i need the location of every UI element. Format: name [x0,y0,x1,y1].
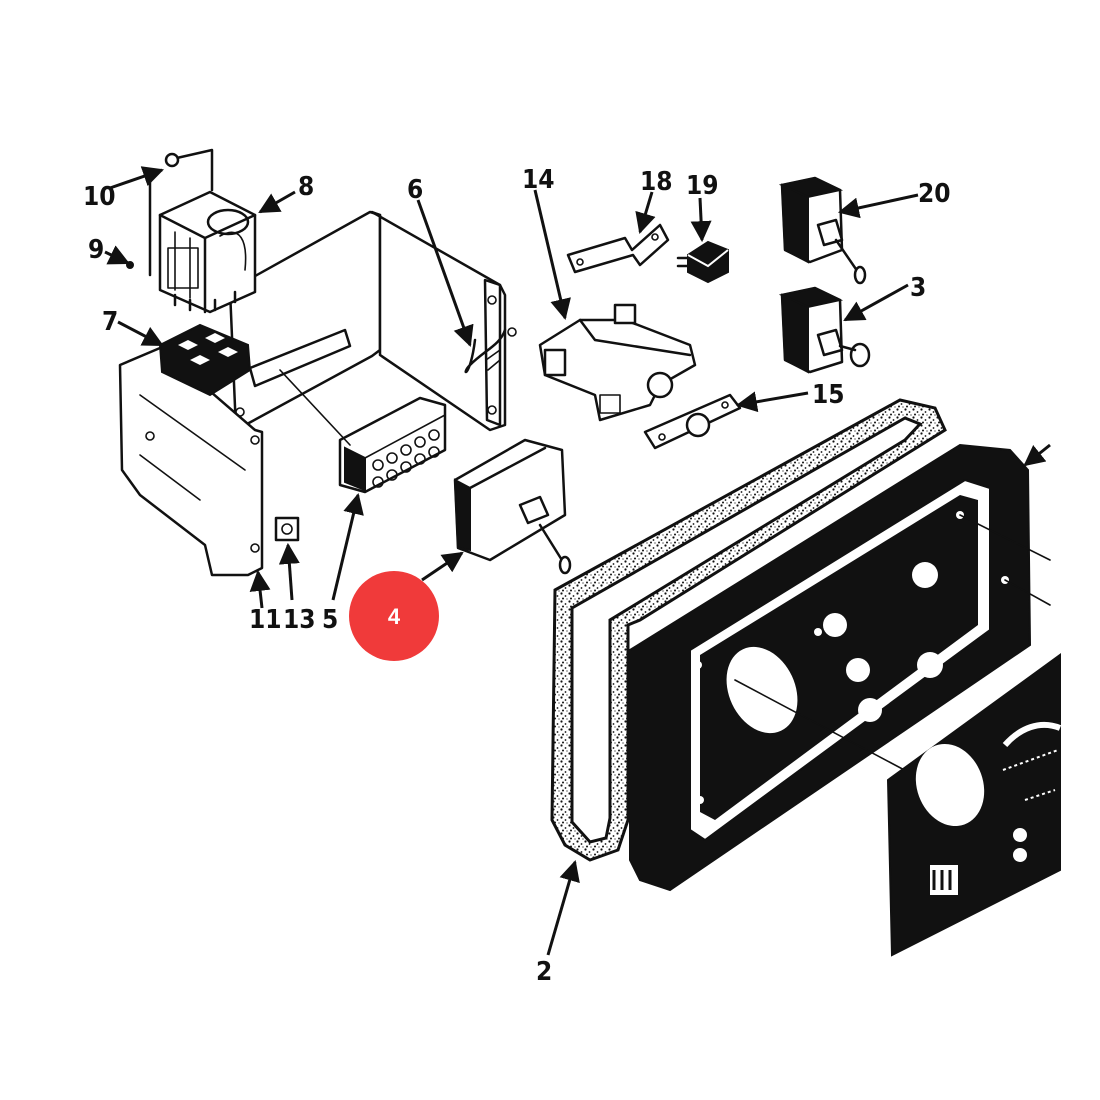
leader-lines [104,166,1051,956]
callout-18: 18 [640,167,673,197]
callout-2: 2 [536,957,552,987]
part-3-pushbutton-switch [778,286,871,374]
callout-10: 10 [83,182,116,212]
callout-4-label: 4 [388,604,401,629]
part-6-spring-clip [464,327,517,374]
part-5-terminal-block [279,369,447,494]
part-10-clip [148,148,214,277]
part-15-plate [643,393,742,450]
nameplate [886,653,1062,957]
part-7-socket [158,323,252,397]
part-20-toggle-switch [778,176,867,285]
callout-9: 9 [88,235,104,265]
part-18-bracket [566,223,670,274]
callout-19: 19 [686,171,719,201]
part-8-relay [158,190,257,314]
callout-14: 14 [522,165,555,195]
part-13-nut [274,516,300,542]
panel-frame [629,443,1056,892]
part-14-switch-body [538,303,697,422]
part-2-gasket [550,398,947,862]
callout-6: 6 [407,175,423,205]
callout-20: 20 [918,179,951,209]
callout-15: 15 [812,380,845,410]
callout-8: 8 [298,172,314,202]
part-11-bracket [118,210,507,577]
callout-13: 13 [283,605,316,635]
callout-labels: 10 8 9 7 6 14 18 19 20 3 15 11 13 5 2 [83,165,951,987]
part-19-cap [676,240,729,284]
callout-4-badge[interactable]: 4 [349,571,439,661]
callout-3: 3 [910,273,926,303]
callout-7: 7 [102,307,118,337]
callout-11: 11 [249,605,282,635]
part-4-toggle-switch [453,438,572,575]
callout-5: 5 [322,605,338,635]
